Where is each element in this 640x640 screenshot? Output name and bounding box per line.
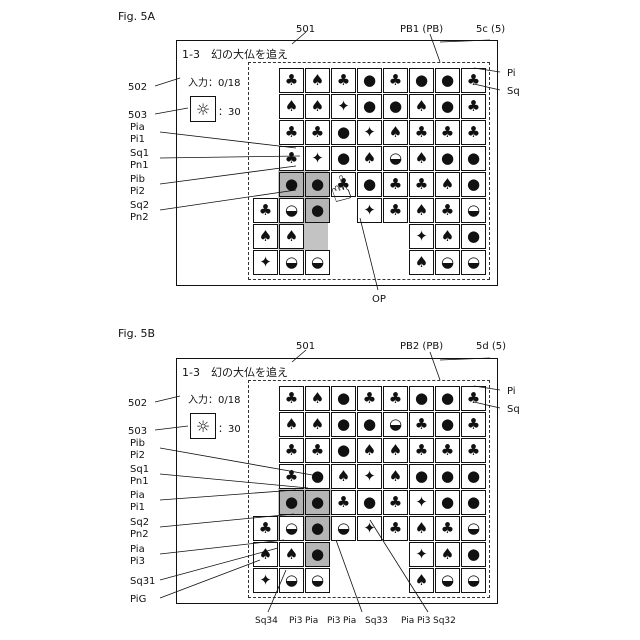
leader-lines xyxy=(0,0,640,640)
